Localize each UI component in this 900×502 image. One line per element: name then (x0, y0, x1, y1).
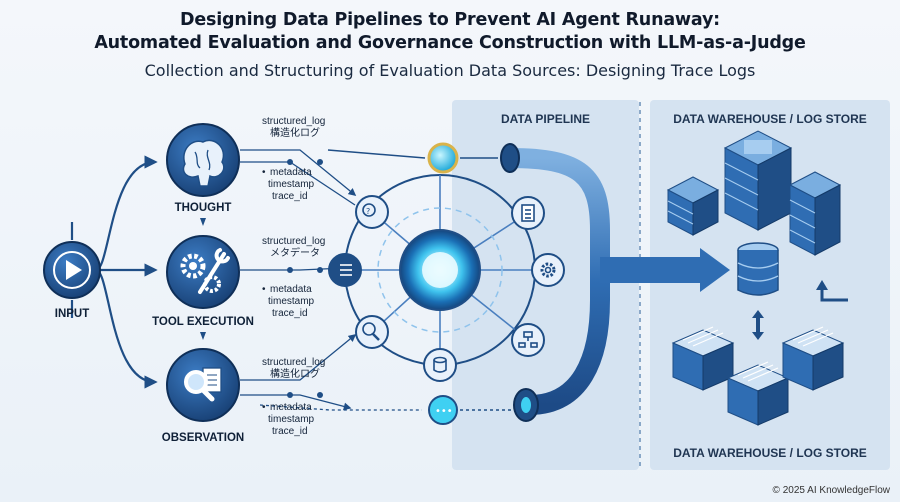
input-label: INPUT (54, 308, 90, 320)
log-3-bullet: • (262, 402, 266, 413)
page-title-line-2: Automated Evaluation and Governance Cons… (94, 33, 806, 53)
thought-node (166, 123, 240, 197)
hub-outer-dashes (377, 207, 503, 333)
updown-arrow-icon (752, 310, 764, 340)
copyright: © 2025 AI KnowledgeFlow (772, 485, 890, 496)
tube-inlet-top (500, 143, 520, 173)
svg-text:•••: ••• (435, 406, 453, 417)
log-1-field-timestamp: timestamp (268, 179, 315, 190)
server-stack-center (723, 130, 793, 231)
top-tube-connector (327, 149, 426, 159)
log-2-field-trace-id: trace_id (272, 308, 308, 319)
tool-execution-label: TOOL EXECUTION (152, 316, 254, 328)
log-dots (287, 159, 323, 398)
observation-label: OBSERVATION (161, 432, 245, 444)
brain-icon (182, 139, 225, 187)
svg-text:?: ? (366, 207, 370, 216)
wrench-icon (198, 248, 230, 294)
server-stack-left (666, 176, 720, 236)
top-pipeline-dot (427, 142, 459, 174)
play-icon (66, 260, 82, 280)
log-2-subtitle: メタデータ (270, 248, 320, 259)
archive-box-center (726, 361, 790, 426)
archive-box-left (671, 326, 735, 391)
warehouse-panel-title-bottom: DATA WAREHOUSE / LOG STORE (673, 446, 867, 460)
log-1-field-trace-id: trace_id (272, 191, 308, 202)
pipeline-arrow-head (700, 248, 730, 292)
log-3-field-trace-id: trace_id (272, 426, 308, 437)
bottom-pipeline-dot (428, 395, 458, 425)
log-2-bullet: • (262, 284, 266, 295)
thought-label: THOUGHT (174, 202, 232, 214)
log-2-field-metadata: metadata (270, 284, 312, 295)
archive-box-right (781, 326, 845, 391)
log-2-title: structured_log (262, 236, 326, 247)
log-1-subtitle: 構造化ログ (270, 128, 320, 139)
observation-node (166, 348, 240, 422)
node-flow-arrows (200, 218, 206, 340)
magnifier-icon (184, 370, 208, 394)
log-3-subtitle: 構造化ログ (270, 369, 320, 380)
satellite-icons: ? (340, 203, 556, 373)
page-subtitle: Collection and Structuring of Evaluation… (144, 61, 756, 80)
log-1-field-metadata: metadata (270, 167, 312, 178)
tool-node (166, 235, 240, 309)
log-1-title: structured_log (262, 116, 326, 127)
server-database-icon (737, 242, 779, 296)
log-3-field-timestamp: timestamp (268, 414, 315, 425)
log-3-field-metadata: metadata (270, 402, 312, 413)
log-2-field-timestamp: timestamp (268, 296, 315, 307)
page-title-line-1: Designing Data Pipelines to Prevent AI A… (180, 10, 720, 30)
server-stack-right (788, 171, 842, 256)
gear-icon (180, 253, 206, 279)
input-node (43, 241, 101, 299)
hub-core (422, 252, 458, 288)
log-1-bullet: • (262, 167, 266, 178)
pipeline-panel-title: DATA PIPELINE (500, 112, 591, 126)
warehouse-panel-title-top: DATA WAREHOUSE / LOG STORE (673, 112, 867, 126)
log-3-title: structured_log (262, 357, 326, 368)
